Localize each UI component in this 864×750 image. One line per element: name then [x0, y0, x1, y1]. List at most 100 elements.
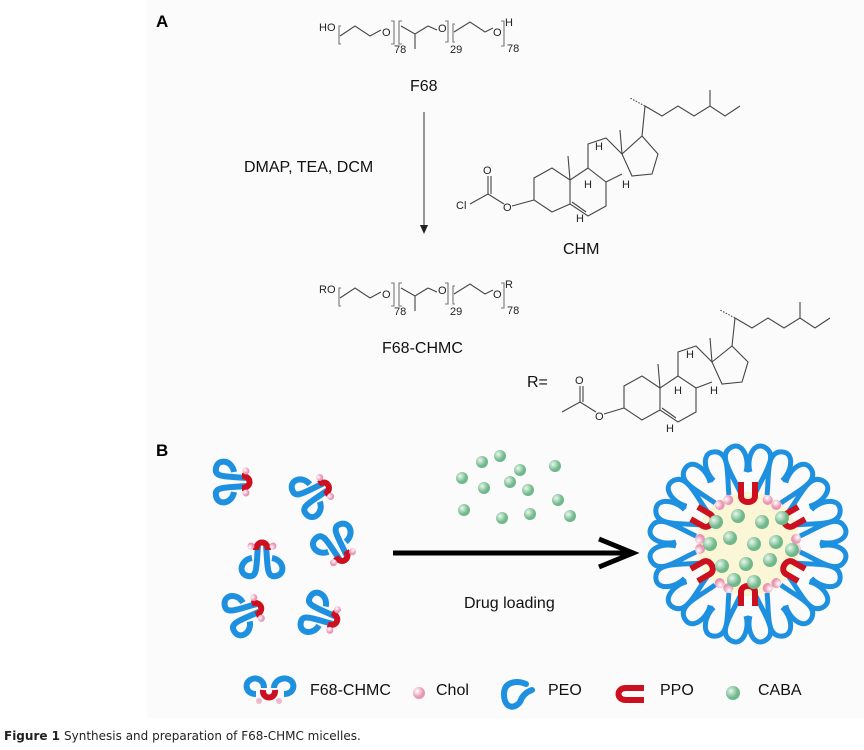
unimer [221, 593, 265, 639]
caba-sphere-icon [726, 686, 740, 700]
f68-chmc-oxygen-3: O [493, 289, 502, 301]
chm-h-2: H [584, 179, 592, 191]
drug-loading-label: Drug loading [464, 595, 555, 612]
peo-loop [238, 545, 261, 580]
peo-loop [746, 594, 774, 645]
caba-sphere [785, 543, 799, 557]
legend: F68-CHMC Chol PEO PPO CABA [240, 674, 830, 714]
legend-chol-label: Chol [436, 682, 469, 699]
f68-chmc-label: F68-CHMC [382, 340, 463, 357]
ppo-segment [326, 610, 341, 628]
legend-f68-chmc-label: F68-CHMC [310, 682, 391, 699]
f68-repeat-2: 29 [450, 44, 462, 56]
caba-sphere [456, 472, 468, 484]
chol-sphere [762, 583, 773, 594]
f68-structure: HO O 78 O 29 O H 78 [319, 17, 519, 56]
chol-sphere-icon [413, 687, 425, 699]
chm-structure: O Cl O H H H H [456, 90, 741, 225]
micelle [647, 443, 849, 645]
f68-chmc-oxygen-1: O [382, 289, 391, 301]
caption-text: Synthesis and preparation of F68-CHMC mi… [64, 729, 361, 743]
chol-sphere [771, 578, 782, 589]
peo-loop [301, 488, 329, 520]
caba-sphere [715, 559, 729, 573]
f68-oxygen-3: O [493, 27, 502, 39]
caba-sphere [763, 553, 777, 567]
peo-loop [212, 458, 247, 481]
caba-sphere [494, 450, 506, 462]
f68-label: F68 [410, 78, 438, 95]
chol-sphere [771, 499, 782, 510]
f68-repeat-3: 78 [507, 43, 519, 55]
caba-sphere [755, 515, 769, 529]
unimer [238, 539, 286, 580]
peo-loop [722, 443, 750, 494]
peo-loop [288, 476, 325, 498]
peo-loop [796, 560, 843, 590]
peo-loop [787, 575, 831, 612]
peo-loop [798, 518, 849, 546]
peo-loop [653, 560, 700, 590]
micelle-unit [722, 443, 774, 505]
unimer [297, 589, 341, 635]
chm-label: CHM [563, 241, 600, 258]
r-h-4: H [666, 423, 674, 435]
peo-loop [702, 592, 732, 639]
r-h-1: H [686, 349, 694, 361]
caba-sphere [727, 573, 741, 587]
micelle-unit [762, 578, 816, 639]
legend-peo-label: PEO [548, 682, 582, 699]
peo-loop [647, 518, 698, 546]
caba-sphere [552, 494, 564, 506]
ppo-segment [738, 482, 758, 505]
caba-sphere [747, 537, 761, 551]
legend-caba-label: CABA [758, 682, 802, 699]
f68-repeat-1: 78 [394, 44, 406, 56]
drug-loading-arrow [393, 536, 640, 570]
ppo-segment [241, 473, 253, 491]
ppo-segment [317, 479, 332, 497]
caba-sphere [458, 504, 470, 516]
caba-sphere [496, 512, 508, 524]
r-group-label: R= [527, 374, 548, 391]
chol-sphere [714, 499, 725, 510]
unimer-group [212, 458, 357, 639]
peo-loop [647, 542, 698, 570]
panel-b-label: B [156, 441, 169, 460]
caba-sphere [504, 476, 516, 488]
micelle-unit [680, 578, 734, 639]
peo-loop [665, 575, 709, 612]
peo-loop [297, 614, 334, 635]
peo-loop [306, 589, 337, 619]
peo-chain-icon [500, 679, 535, 710]
chol-sphere [695, 544, 705, 554]
chm-h-3: H [622, 179, 630, 191]
caba-sphere [564, 510, 576, 522]
f68-chmc-repeat-1: 78 [394, 306, 406, 318]
caba-sphere [478, 482, 490, 494]
chol-sphere [714, 578, 725, 589]
peo-loop [702, 449, 732, 496]
f68-oxygen-1: O [382, 27, 391, 39]
micelle-unit [762, 449, 816, 510]
chol-sphere [791, 534, 801, 544]
peo-loop [746, 443, 774, 494]
f68-chmc-start-group: RO [319, 284, 336, 296]
chol-sphere [316, 473, 324, 481]
chol-sphere [247, 542, 255, 550]
peo-loop [332, 520, 354, 557]
peo-loop [680, 461, 717, 505]
chol-sphere [242, 467, 250, 475]
chol-sphere [257, 614, 265, 622]
ppo-segment [780, 558, 807, 584]
peo-loop [764, 592, 794, 639]
chol-sphere [762, 494, 773, 505]
figure-number: Figure 1 [4, 729, 61, 743]
caba-sphere [703, 537, 717, 551]
caba-sphere [709, 515, 723, 529]
peo-loop [680, 583, 717, 627]
chol-sphere [326, 626, 334, 634]
micelle-unit [722, 583, 774, 645]
chol-sphere [695, 534, 705, 544]
peo-loop [221, 593, 258, 614]
